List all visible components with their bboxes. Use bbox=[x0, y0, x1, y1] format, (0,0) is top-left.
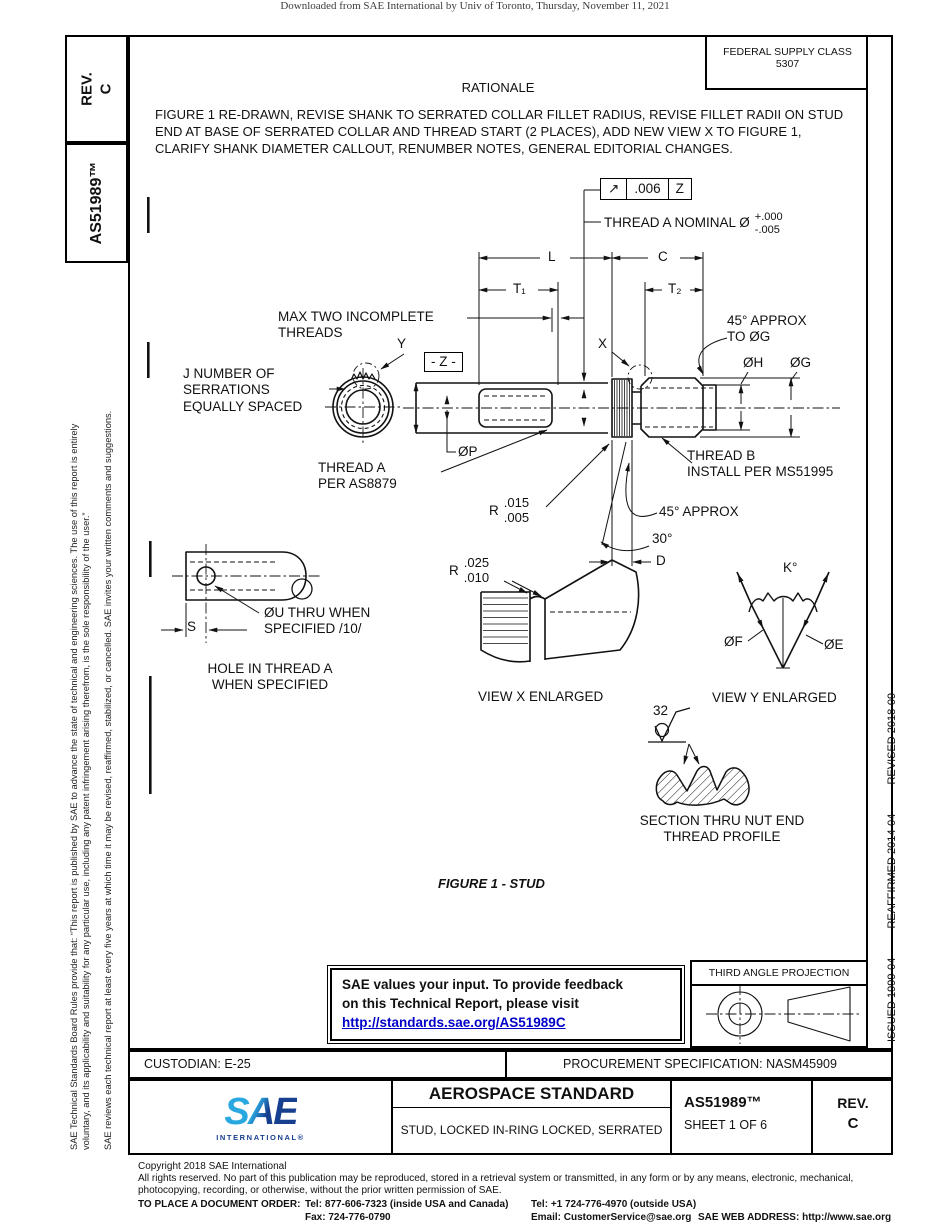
tel-inside: Tel: 877-606-7323 (inside USA and Canada… bbox=[305, 1199, 509, 1210]
runout-symbol-icon: ↗ bbox=[601, 179, 628, 199]
thread-b-note: THREAD B INSTALL PER MS51995 bbox=[687, 448, 834, 480]
k-angle-label: K° bbox=[783, 560, 798, 575]
dim-l: L bbox=[548, 249, 556, 264]
rights-line: All rights reserved. No part of this pub… bbox=[138, 1173, 854, 1196]
radius-015-bottom: .005 bbox=[503, 509, 530, 525]
rev-cell-label: REV. bbox=[837, 1095, 869, 1111]
feedback-line-2: on this Technical Report, please visit bbox=[342, 995, 579, 1011]
radius-015-callout: R .015.005 bbox=[489, 495, 530, 526]
deg45-approx-label: 45° APPROX bbox=[659, 504, 739, 519]
rationale-text: FIGURE 1 RE-DRAWN, REVISE SHANK TO SERRA… bbox=[155, 107, 844, 156]
sae-logo-sub: INTERNATIONAL® bbox=[216, 1132, 305, 1142]
feedback-box: SAE values your input. To provide feedba… bbox=[327, 965, 685, 1044]
dim-d-label: D bbox=[656, 553, 666, 568]
issued-date: ISSUED 1999-04 bbox=[886, 957, 898, 1042]
email-line: Email: CustomerService@sae.org bbox=[531, 1212, 692, 1223]
radius-015-top: .015 bbox=[503, 495, 530, 510]
radius-prefix: R bbox=[489, 502, 499, 518]
dim-c: C bbox=[658, 249, 668, 264]
thread-a-nominal-text: THREAD A NOMINAL Ø bbox=[604, 215, 750, 231]
dia-u-note: ØU THRU WHEN SPECIFIED /10/ bbox=[264, 605, 371, 637]
download-watermark: Downloaded from SAE International by Uni… bbox=[280, 0, 670, 12]
revision-strip bbox=[866, 35, 893, 1050]
sae-logo: SAE INTERNATIONAL® bbox=[130, 1081, 393, 1153]
sae-logo-text: SAE bbox=[224, 1090, 298, 1133]
doc-title-cell: AEROSPACE STANDARD STUD, LOCKED IN-RING … bbox=[393, 1081, 672, 1153]
section-caption: SECTION THRU NUT END THREAD PROFILE bbox=[639, 813, 805, 845]
doc-title: STUD, LOCKED IN-RING LOCKED, SERRATED bbox=[400, 1123, 663, 1137]
thread-a-nominal-callout: THREAD A NOMINAL Ø +.000-.005 bbox=[604, 211, 783, 236]
dia-f-label: ØF bbox=[724, 634, 743, 649]
dia-g-label: ØG bbox=[790, 355, 812, 370]
federal-supply-class-value: 5307 bbox=[775, 58, 800, 70]
detail-x-label: X bbox=[598, 336, 608, 351]
feedback-line-1: SAE values your input. To provide feedba… bbox=[342, 977, 624, 992]
rev-box-label: REV. bbox=[77, 72, 95, 106]
thread-a-note: THREAD A PER AS8879 bbox=[318, 460, 397, 492]
doc-type: AEROSPACE STANDARD bbox=[393, 1081, 670, 1108]
dim-s-label: S bbox=[187, 619, 197, 634]
copyright-line: Copyright 2018 SAE International bbox=[138, 1161, 287, 1172]
chamfer-45-to-og-note: 45° APPROX TO ØG bbox=[727, 313, 807, 345]
web-address: SAE WEB ADDRESS: http://www.sae.org bbox=[698, 1212, 892, 1223]
rev-cell-value: C bbox=[847, 1115, 859, 1132]
projection-title: THIRD ANGLE PROJECTION bbox=[692, 962, 866, 986]
disclaimer-line-2: voluntary, and its applicability and sui… bbox=[81, 512, 91, 1150]
rationale-title: RATIONALE bbox=[461, 80, 535, 95]
sheet-number: SHEET 1 OF 6 bbox=[684, 1118, 768, 1132]
tolerance-minus: -.005 bbox=[754, 223, 780, 236]
dia-h-label: ØH bbox=[743, 355, 764, 370]
dia-p-label: ØP bbox=[458, 444, 478, 459]
reaffirmed-date: REAFFIRMED 2014-04 bbox=[886, 813, 898, 929]
procurement-cell: PROCUREMENT SPECIFICATION: NASM45909 bbox=[563, 1057, 837, 1071]
rev-cell: REV. C bbox=[813, 1081, 893, 1153]
main-frame bbox=[128, 35, 868, 1050]
serrations-note: J NUMBER OF SERRATIONS EQUALLY SPACED bbox=[183, 366, 303, 414]
disclaimer-line-1: SAE Technical Standards Board Rules prov… bbox=[69, 423, 79, 1150]
custodian-row: CUSTODIAN: E-25 PROCUREMENT SPECIFICATIO… bbox=[128, 1050, 893, 1079]
surface-finish-value: 32 bbox=[653, 703, 669, 718]
fax-line: Fax: 724-776-0790 bbox=[305, 1212, 391, 1223]
order-label: TO PLACE A DOCUMENT ORDER: bbox=[138, 1199, 301, 1210]
review-note-vertical: SAE reviews each technical report at lea… bbox=[103, 410, 113, 1150]
rev-box: REV. C bbox=[65, 35, 128, 143]
title-block: SAE INTERNATIONAL® AEROSPACE STANDARD ST… bbox=[128, 1079, 893, 1155]
view-x-caption: VIEW X ENLARGED bbox=[478, 689, 604, 704]
radius-025-bottom: .010 bbox=[463, 569, 490, 585]
projection-box: THIRD ANGLE PROJECTION bbox=[690, 960, 868, 1048]
fcf-datum-ref: Z bbox=[675, 181, 684, 196]
doc-number: AS51989™ bbox=[684, 1094, 762, 1111]
federal-supply-class-label: FEDERAL SUPPLY CLASS bbox=[723, 46, 852, 58]
hole-note: HOLE IN THREAD A WHEN SPECIFIED bbox=[207, 661, 333, 693]
tolerance-plus: +.000 bbox=[754, 211, 783, 223]
feature-control-frame: ↗ .006 Z bbox=[600, 178, 692, 200]
revised-date: REVISED 2018-09 bbox=[886, 692, 898, 785]
dia-e-label: ØE bbox=[824, 637, 844, 652]
custodian-cell: CUSTODIAN: E-25 bbox=[130, 1052, 507, 1077]
view-y-caption: VIEW Y ENLARGED bbox=[712, 690, 837, 705]
detail-y-label: Y bbox=[397, 336, 407, 351]
radius-prefix-2: R bbox=[449, 562, 459, 578]
figure-caption: FIGURE 1 - STUD bbox=[438, 876, 545, 891]
radius-025-callout: R .025.010 bbox=[449, 555, 490, 586]
feedback-link[interactable]: http://standards.sae.org/AS51989C bbox=[342, 1014, 566, 1030]
max-incomplete-threads-note: MAX TWO INCOMPLETE THREADS bbox=[278, 309, 434, 341]
datum-z-flag: - Z - bbox=[424, 352, 463, 372]
tel-outside: Tel: +1 724-776-4970 (outside USA) bbox=[531, 1199, 697, 1210]
doc-number-cell: AS51989™ SHEET 1 OF 6 bbox=[672, 1081, 813, 1153]
deg30-label: 30° bbox=[652, 531, 673, 546]
rev-box-value: C bbox=[96, 83, 114, 95]
standard-number-box: AS51989™ bbox=[65, 143, 128, 263]
dim-t2: T₂ bbox=[668, 281, 682, 296]
standard-number-vertical: AS51989™ bbox=[87, 161, 105, 245]
dim-t1: T₁ bbox=[513, 281, 526, 296]
fcf-tolerance: .006 bbox=[627, 179, 669, 199]
radius-025-top: .025 bbox=[463, 555, 490, 570]
federal-supply-class-box: FEDERAL SUPPLY CLASS 5307 bbox=[705, 35, 868, 90]
